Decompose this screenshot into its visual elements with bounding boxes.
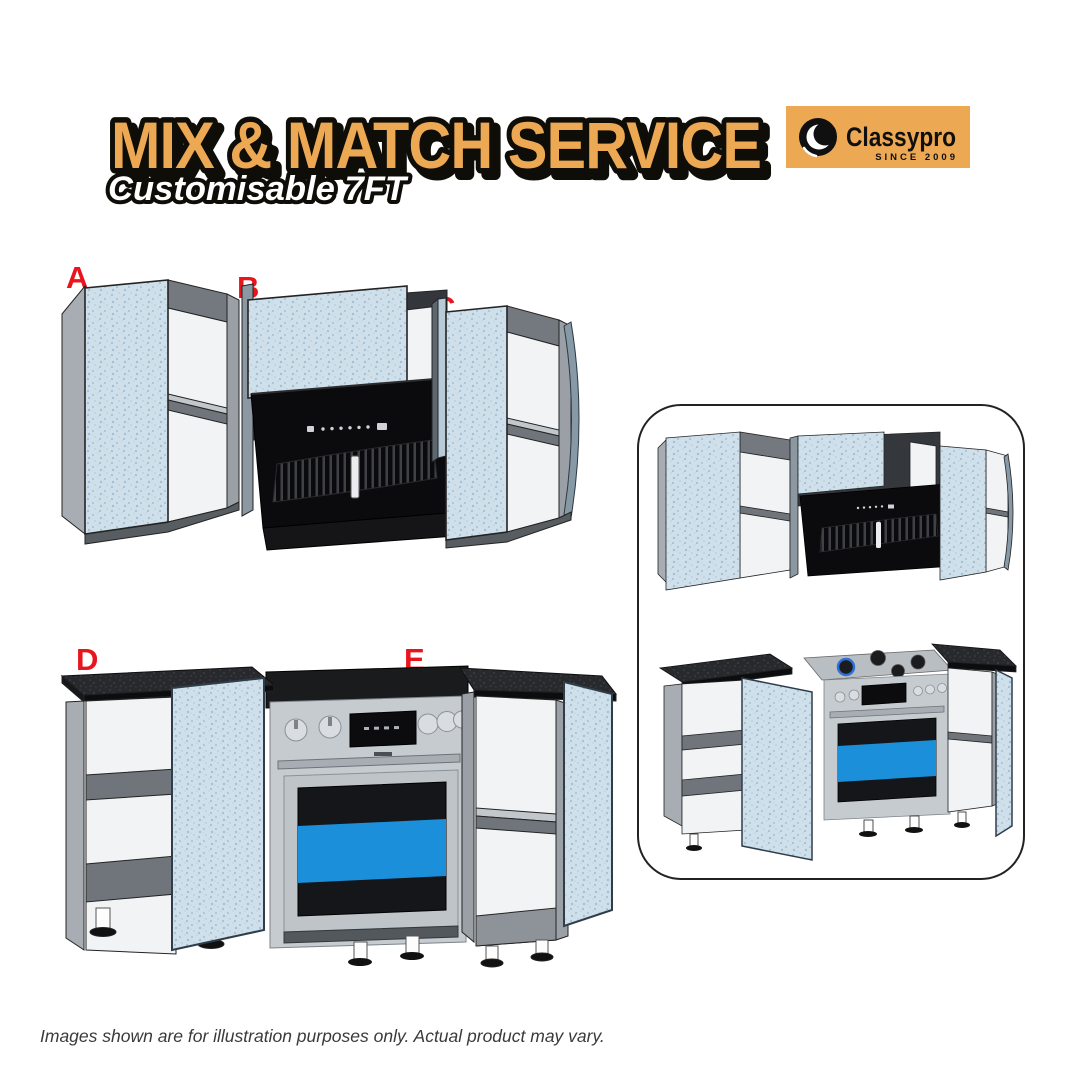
- brand-since: SINCE 2009: [875, 152, 958, 163]
- assembled-wall-unit-illustration: [657, 431, 1014, 591]
- page-title-text: MIX & MATCH SERVICE: [111, 108, 761, 182]
- page-subtitle: Customisable 7FT: [104, 166, 413, 212]
- wall-cabinet-c: [431, 297, 580, 549]
- oven-control-panel: [284, 710, 471, 756]
- hood-touch-controls: [307, 423, 387, 432]
- base-cabinet-group-illustration: [60, 665, 618, 968]
- page-title: MIX & MATCH SERVICE MIX & MATCH SERVICE: [106, 103, 775, 193]
- base-cabinet-d: [60, 666, 276, 955]
- brand-logo: Classypro SINCE 2009: [799, 118, 958, 163]
- oven-feet: [348, 935, 424, 966]
- page-subtitle-text: Customisable 7FT: [108, 170, 409, 208]
- brand-logo-badge: Classypro SINCE 2009: [786, 106, 970, 168]
- range-hood: [250, 377, 460, 551]
- oven-handle: [277, 753, 461, 770]
- wall-cabinet-a: [61, 279, 240, 545]
- crescent-moon-icon: [799, 118, 837, 158]
- page-title-shadow: MIX & MATCH SERVICE: [117, 114, 767, 188]
- brand-name: Classypro: [846, 122, 956, 152]
- label-cabinet-d: D: [76, 642, 99, 677]
- disclaimer-text: Images shown are for illustration purpos…: [40, 1026, 605, 1046]
- hood-vent-grille: [272, 439, 438, 503]
- gas-hob: [803, 649, 953, 681]
- base-cabinet-e: [459, 667, 618, 968]
- oven-door: [283, 769, 459, 944]
- wall-cabinet-group-illustration: [61, 279, 580, 551]
- oven: [269, 695, 471, 966]
- assembled-base-unit-illustration: [658, 643, 1018, 861]
- cabinet-feet: [480, 939, 554, 968]
- label-cabinet-a: A: [66, 260, 89, 295]
